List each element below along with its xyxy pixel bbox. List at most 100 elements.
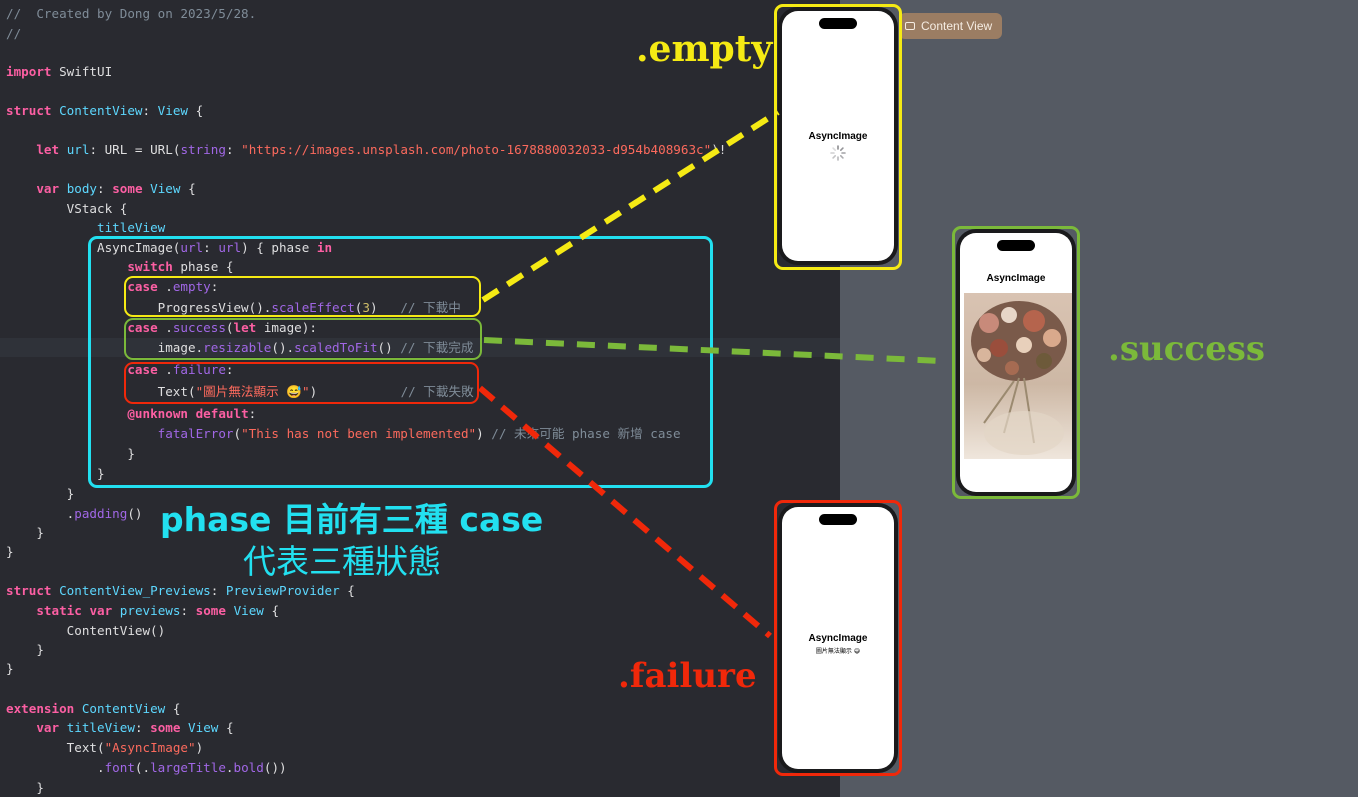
code-line[interactable]: import SwiftUI xyxy=(6,62,112,81)
code-line[interactable]: var titleView: some View { xyxy=(6,718,234,737)
code-token: ) xyxy=(195,740,204,755)
code-token: } xyxy=(6,544,14,559)
code-line[interactable]: // xyxy=(6,24,21,43)
success-phone-outline xyxy=(952,226,1080,499)
code-line[interactable]: ProgressView().scaleEffect(3) // 下載中 xyxy=(6,298,461,317)
code-token: var xyxy=(36,181,60,196)
code-token: var xyxy=(89,603,113,618)
code-token xyxy=(59,720,67,735)
code-token: ()) xyxy=(263,760,287,775)
code-line[interactable]: case .failure: xyxy=(6,360,234,379)
code-token: : xyxy=(225,142,242,157)
code-line[interactable]: extension ContentView { xyxy=(6,699,180,718)
code-token: } xyxy=(6,780,44,795)
code-line[interactable]: } xyxy=(6,640,44,659)
code-line[interactable]: image.resizable().scaledToFit() // 下載完成 xyxy=(6,338,474,357)
code-token: "https://images.unsplash.com/photo-16788… xyxy=(241,142,712,157)
code-token: "This has not been implemented" xyxy=(241,426,477,441)
code-token: default xyxy=(195,406,249,421)
code-token: case xyxy=(127,320,158,335)
async-image-title: AsyncImage xyxy=(808,633,868,644)
code-token: { xyxy=(188,103,204,118)
preview-phone-empty: AsyncImage xyxy=(778,7,898,265)
code-line[interactable]: static var previews: some View { xyxy=(6,601,279,620)
code-token: largeTitle xyxy=(150,760,226,775)
code-token: : xyxy=(225,362,234,377)
empty-annotation-label: .empty xyxy=(636,28,773,70)
preview-window-icon xyxy=(905,22,915,30)
code-line[interactable]: } xyxy=(6,659,14,678)
code-token: "AsyncImage" xyxy=(104,740,196,755)
code-line[interactable]: // Created by Dong on 2023/5/28. xyxy=(6,4,256,23)
phone-screen: AsyncImage xyxy=(782,11,894,261)
code-token xyxy=(6,220,97,235)
code-token: . xyxy=(157,320,173,335)
code-token: success xyxy=(172,320,226,335)
code-token: scaleEffect xyxy=(271,300,355,315)
preview-canvas[interactable] xyxy=(840,0,1358,797)
case-failure-outline xyxy=(124,362,479,404)
code-line[interactable]: VStack { xyxy=(6,199,128,218)
code-token: struct xyxy=(6,583,52,598)
code-token: titleView xyxy=(66,720,135,735)
code-token: case xyxy=(127,362,158,377)
code-line[interactable]: titleView xyxy=(6,218,165,237)
success-annotation-label: .success xyxy=(1108,329,1266,369)
code-token: ) xyxy=(369,300,401,315)
code-token xyxy=(74,701,82,716)
code-line[interactable]: } xyxy=(6,444,135,463)
code-token: 3 xyxy=(362,300,370,315)
code-line[interactable]: Text("AsyncImage") xyxy=(6,738,204,757)
preview-phone-success: AsyncImage xyxy=(956,229,1076,496)
code-token: () xyxy=(377,340,401,355)
code-token: some xyxy=(150,720,181,735)
code-line[interactable]: } xyxy=(6,542,14,561)
code-line[interactable]: ContentView() xyxy=(6,621,166,640)
content-view-preview-chip[interactable]: Content View xyxy=(899,13,1002,39)
code-token: . xyxy=(157,362,173,377)
code-token: ( xyxy=(233,426,242,441)
code-line[interactable]: var body: some View { xyxy=(6,179,195,198)
code-token: // Created by Dong on 2023/5/28. xyxy=(6,6,257,21)
code-line[interactable]: .padding() xyxy=(6,504,143,523)
code-token: . xyxy=(225,760,234,775)
code-token xyxy=(6,142,36,157)
code-token: . xyxy=(157,279,173,294)
code-line[interactable]: case .empty: xyxy=(6,277,218,296)
code-token xyxy=(6,181,36,196)
code-line[interactable]: } xyxy=(6,778,44,797)
code-line[interactable]: let url: URL = URL(string: "https://imag… xyxy=(6,140,726,159)
code-token: SwiftUI xyxy=(51,64,113,79)
phone-screen: AsyncImage 圖片無法顯示 😅 xyxy=(782,507,894,769)
code-token: { xyxy=(218,720,234,735)
code-line[interactable]: case .success(let image): xyxy=(6,318,317,337)
code-token: url xyxy=(180,240,204,255)
code-line[interactable]: } xyxy=(6,464,105,483)
code-token: // 下載中 xyxy=(400,300,461,315)
code-token: failure xyxy=(172,362,226,377)
case-empty-outline xyxy=(124,276,481,317)
code-token: } xyxy=(6,642,44,657)
code-line[interactable]: AsyncImage(url: url) { phase in xyxy=(6,238,332,257)
code-token: : xyxy=(97,181,113,196)
code-line[interactable]: switch phase { xyxy=(6,257,233,276)
phone-screen: AsyncImage xyxy=(960,233,1072,492)
code-token: ProgressView(). xyxy=(6,300,272,315)
code-line[interactable]: @unknown default: xyxy=(6,404,256,423)
code-line[interactable]: struct ContentView_Previews: PreviewProv… xyxy=(6,581,355,600)
code-line[interactable]: Text("圖片無法顯示 😅") // 下載失敗 xyxy=(6,382,474,401)
code-token: } xyxy=(6,466,105,481)
code-line[interactable]: .font(.largeTitle.bold()) xyxy=(6,758,287,777)
code-token: import xyxy=(6,64,52,79)
code-token: url xyxy=(218,240,242,255)
code-token xyxy=(143,181,151,196)
code-token: } xyxy=(6,486,75,501)
preview-phone-failure: AsyncImage 圖片無法顯示 😅 xyxy=(778,503,898,773)
code-token: switch xyxy=(127,259,173,274)
code-token: empty xyxy=(172,279,211,294)
code-token: } xyxy=(6,446,135,461)
code-token: View xyxy=(188,720,219,735)
code-line[interactable]: } xyxy=(6,484,75,503)
code-line[interactable]: struct ContentView: View { xyxy=(6,101,203,120)
code-line[interactable]: } xyxy=(6,523,44,542)
